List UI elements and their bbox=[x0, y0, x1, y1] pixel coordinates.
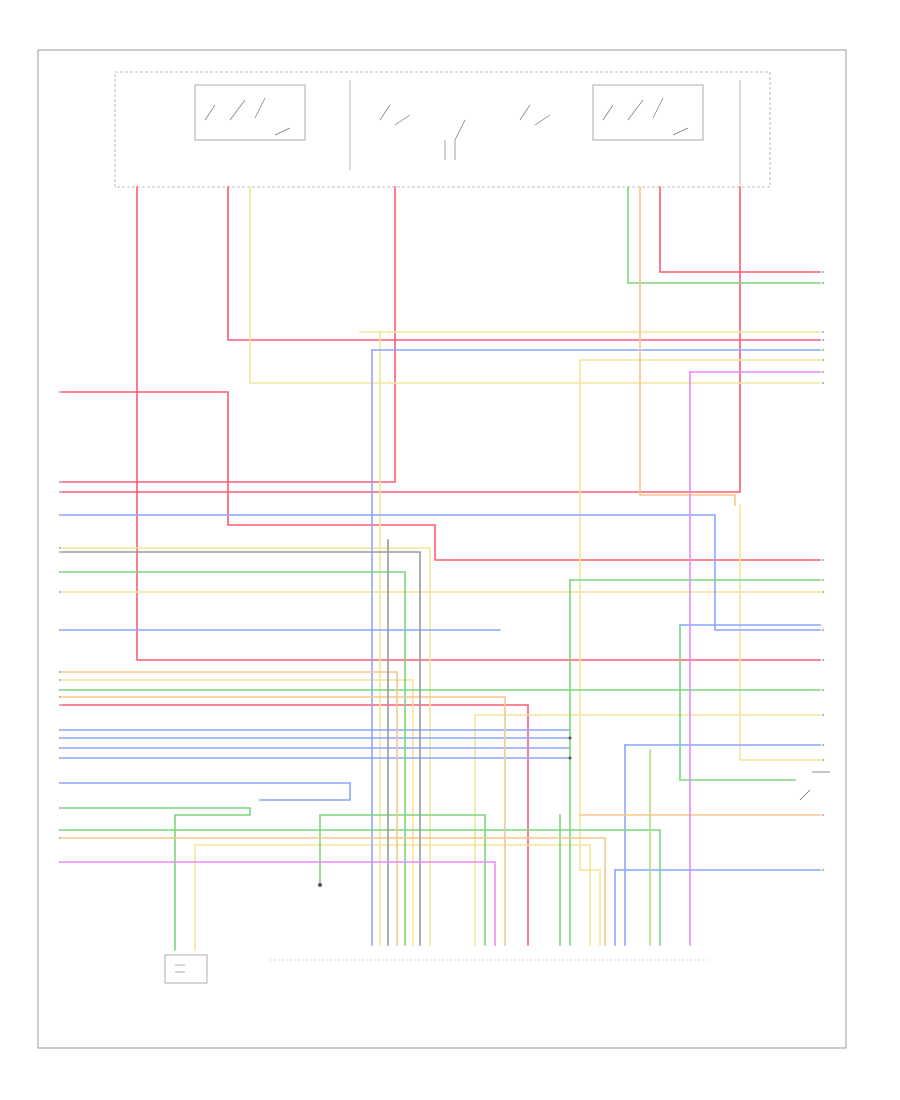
junction-dots bbox=[318, 736, 572, 887]
relay-switch-symbols bbox=[204, 97, 689, 160]
diagram-border bbox=[37, 49, 847, 1049]
wires bbox=[61, 186, 821, 951]
left-connector-pins bbox=[59, 391, 61, 863]
relay-left bbox=[194, 84, 306, 141]
sensor-module-box bbox=[164, 954, 208, 984]
right-connector-pins bbox=[822, 271, 824, 871]
fuse-box bbox=[114, 71, 771, 188]
brake-switch-symbol bbox=[799, 771, 830, 801]
relay-right bbox=[592, 84, 704, 141]
